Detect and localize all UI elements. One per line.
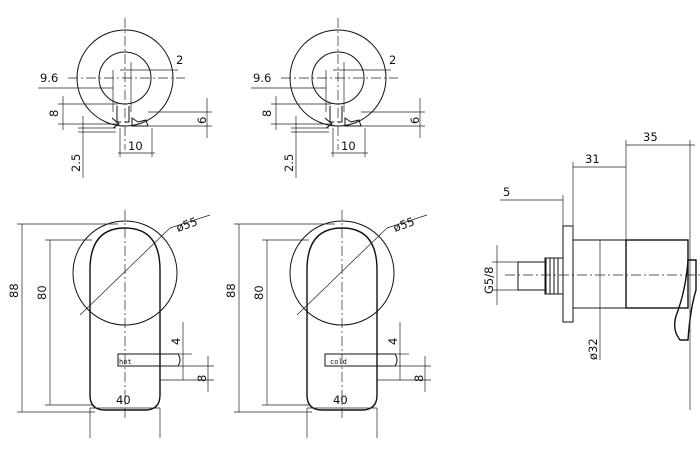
dim-4: 4	[169, 338, 183, 345]
handle-body	[306, 227, 378, 411]
dim-9-6: 9.6	[40, 71, 58, 85]
dim-40: 40	[333, 393, 348, 407]
diameter-leader	[79, 227, 171, 316]
label-cold: cold	[330, 358, 347, 366]
backplate-side	[562, 225, 574, 323]
dim-88: 88	[224, 283, 238, 298]
label-hot: hot	[119, 358, 132, 366]
side-view: 35 31 5 G5/8 ø32	[482, 130, 700, 410]
dim-55: ø55	[391, 214, 416, 235]
thread-lines	[545, 258, 559, 294]
top-middle-detail-view: 9.6 2 8 6 2.5 10	[251, 18, 425, 178]
dim-2-5: 2.5	[282, 154, 296, 172]
handle-body-side	[625, 239, 689, 309]
handle-body	[89, 227, 161, 411]
diameter-leader-ext	[169, 214, 211, 229]
dim-10: 10	[341, 139, 356, 153]
spindle	[116, 106, 130, 123]
thread-pipe	[517, 261, 546, 291]
lever-side	[673, 259, 697, 341]
dim-32: ø32	[586, 338, 600, 360]
dim-4: 4	[386, 338, 400, 345]
dim-g5-8: G5/8	[482, 267, 496, 294]
dim-10: 10	[128, 139, 143, 153]
thread-detail	[111, 117, 149, 129]
dim-8-lower: 8	[412, 375, 426, 382]
front-view-hot: ø55 88 80 hot 4 8 40	[7, 210, 214, 438]
top-left-detail-view: 9.6 2 8 6 2.5 10	[38, 18, 212, 178]
dim-35: 35	[643, 130, 658, 144]
diameter-leader-ext	[386, 214, 428, 229]
dim-6: 6	[195, 117, 209, 124]
dim-80: 80	[252, 285, 266, 300]
dim-2-5: 2.5	[69, 154, 83, 172]
thread-detail	[324, 117, 362, 129]
dim-8: 8	[260, 110, 274, 117]
spindle	[329, 106, 343, 123]
dim-5: 5	[503, 185, 510, 199]
cartridge-housing	[572, 239, 627, 309]
dim-8: 8	[47, 110, 61, 117]
dim-9-6: 9.6	[253, 71, 271, 85]
dim-40: 40	[116, 393, 131, 407]
dim-80: 80	[35, 285, 49, 300]
dim-6: 6	[408, 117, 422, 124]
dim-31: 31	[585, 152, 600, 166]
dim-2: 2	[389, 53, 396, 67]
diameter-leader	[296, 227, 388, 316]
dim-2: 2	[176, 53, 183, 67]
dim-88: 88	[7, 283, 21, 298]
dim-8-lower: 8	[195, 375, 209, 382]
front-view-cold: ø55 88 80 cold 4 8 40	[224, 210, 431, 438]
dim-55: ø55	[174, 214, 199, 235]
